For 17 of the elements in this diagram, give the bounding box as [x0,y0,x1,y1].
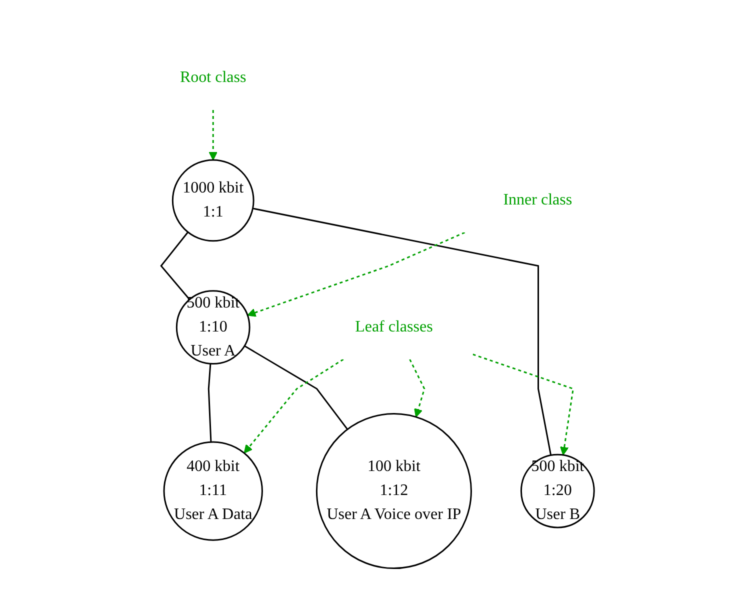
arrow [208,110,218,161]
node-circle: 400 kbit 1:11 User A Data [163,442,263,542]
arrow [247,232,466,318]
arrow [409,359,426,418]
connector [252,208,552,456]
node-circle: 500 kbit 1:20 User B [520,454,595,529]
node-circle: 500 kbit 1:10 User A [176,290,250,365]
node-text: Leaf classes [355,318,433,336]
node-text: Inner class [503,192,572,209]
node-text: Root class [180,69,246,86]
arrow [244,359,344,454]
connector [244,346,348,430]
node-circle: 100 kbit 1:12 User A Voice over IP [316,413,472,570]
connector [208,364,212,442]
node-circle: 1000 kbit 1:1 [172,160,254,242]
arrow [472,354,574,456]
connector [160,232,190,300]
